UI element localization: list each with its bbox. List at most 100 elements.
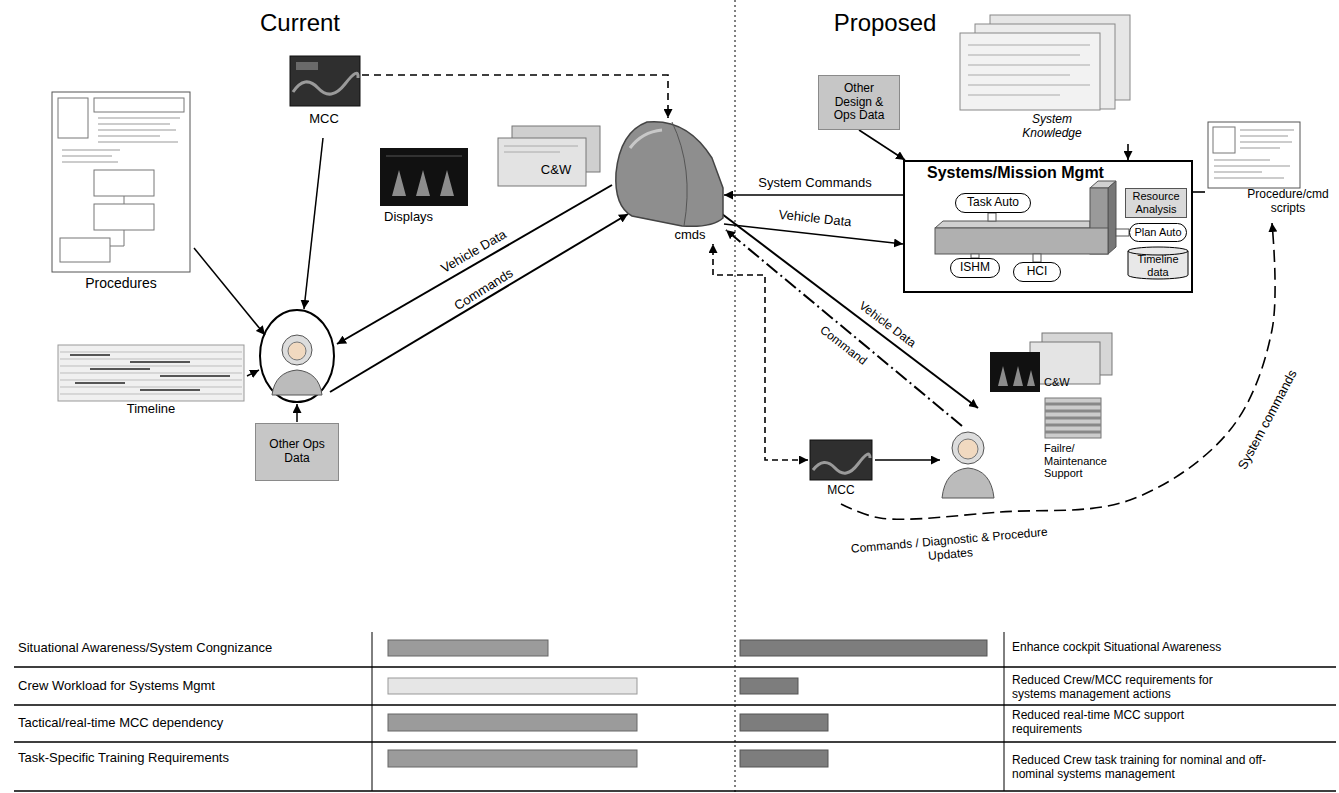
section-heading-holder: Proposed <box>834 9 937 37</box>
bus-link <box>988 213 996 221</box>
timeline-rows <box>60 352 242 394</box>
node-text: Systems/Mission Mgmt <box>927 164 1127 182</box>
display-stack: C&W Failre/ Maintenance Support <box>988 330 1120 490</box>
function-pill: HCI <box>1013 262 1061 282</box>
mcc-picture <box>810 440 872 480</box>
node-text: MCC <box>808 484 874 498</box>
node-text: Timeline <box>55 402 247 417</box>
connector <box>713 244 808 460</box>
table-row-label-holder: Task-Specific Training Requirements <box>18 751 229 766</box>
page-lines <box>62 118 180 162</box>
procedures-picture <box>52 92 190 272</box>
proposed-displays-picture <box>990 333 1112 438</box>
vehicle-capsule: cmds <box>612 118 724 244</box>
vehicle-data-arrow <box>722 214 978 408</box>
node-text: MCC <box>286 112 362 127</box>
commands-arrow <box>330 214 628 392</box>
table-benefit-cell: Reduced Crew/MCC requirements for system… <box>1012 674 1237 702</box>
node-text: C&W <box>541 163 571 178</box>
table-rule <box>372 632 1004 791</box>
procedures-document: Procedures <box>48 88 194 293</box>
table-row-label-holder: Tactical/real-time MCC dependency <box>18 716 223 731</box>
function-pill: Task Auto <box>955 193 1031 213</box>
rating-bar <box>740 678 798 694</box>
connector <box>724 224 903 244</box>
knowledge-documents: System Knowledge <box>955 12 1135 144</box>
mcc-console: MCC <box>286 52 362 136</box>
table-row-label-holder: Situational Awareness/System Congnizance <box>18 641 272 656</box>
page-lines <box>968 45 1090 95</box>
timeline-bars <box>70 355 230 390</box>
command-arrow <box>726 230 962 426</box>
connector <box>1193 191 1205 193</box>
integration-bus <box>935 181 1129 262</box>
support-stack <box>1045 398 1101 438</box>
node-text: HCI <box>1027 265 1048 279</box>
current-flows <box>194 138 628 422</box>
cw-picture <box>498 126 600 186</box>
page-block <box>94 98 184 112</box>
connector <box>362 75 668 118</box>
systems-mgmt-box: Task AutoResource AnalysisPlan AutoTimel… <box>903 160 1193 293</box>
rating-bar <box>388 640 548 656</box>
table-benefit-cell-holder: Reduced real-time MCC support requiremen… <box>1012 709 1212 737</box>
vehicle-data-arrow <box>337 185 612 344</box>
node-text: Failre/ Maintenance Support <box>1044 442 1118 480</box>
function-pill: Plan Auto <box>1129 223 1187 242</box>
section-divider <box>735 0 736 793</box>
design-data-box: Other Design & Ops Data <box>818 75 900 130</box>
capsule-highlight <box>630 130 662 148</box>
node-text: Other Ops Data <box>264 438 330 466</box>
rating-bar <box>740 714 828 731</box>
display-panel: Displays <box>378 146 473 226</box>
screen-detail <box>504 146 578 152</box>
display-screen <box>990 352 1040 392</box>
document-page <box>52 92 190 272</box>
table-row-label: Task-Specific Training Requirements <box>18 751 229 766</box>
flow-label: Commands / Diagnostic & Procedure Update… <box>834 524 1066 572</box>
crew-body <box>272 370 322 395</box>
capsule-body <box>616 122 723 227</box>
crew-figure <box>942 432 994 498</box>
analysis-box: Resource Analysis <box>1125 188 1187 218</box>
page-lines <box>110 196 124 246</box>
page-block <box>60 238 110 262</box>
crew-face <box>288 342 306 360</box>
timeline-document: Timeline <box>55 342 247 420</box>
node-text: cmds <box>668 228 712 243</box>
page-block <box>1213 127 1235 153</box>
table-benefit-cell: Enhance cockpit Situational Awareness <box>1012 641 1332 655</box>
rating-bar <box>740 750 828 767</box>
input-arrow <box>296 404 298 422</box>
connector-label-holder: System commands <box>1235 368 1300 473</box>
connector-label: Vehicle Data <box>778 208 852 230</box>
page-lines <box>1214 130 1294 178</box>
flow-label: Command <box>817 324 869 369</box>
bus-face <box>1108 181 1116 254</box>
crew-figure <box>260 310 334 402</box>
connector-label-holder: Vehicle Data <box>778 208 852 230</box>
node-text: Displays <box>384 210 464 225</box>
bus-face <box>935 221 1090 228</box>
flow-label-holder: Vehicle Data <box>439 227 510 276</box>
console-detail <box>813 454 870 473</box>
section-heading-holder: Current <box>260 9 340 37</box>
bus-face <box>935 228 1108 254</box>
console-detail <box>296 62 318 70</box>
table-rule <box>14 667 1336 791</box>
node-text: Procedures <box>48 275 194 291</box>
display-screen <box>380 148 468 206</box>
node-text: ISHM <box>960 261 990 275</box>
input-arrow <box>247 370 259 376</box>
displays-picture <box>380 148 468 206</box>
scripts-picture <box>1208 122 1300 188</box>
cylinder-body <box>1128 247 1188 279</box>
capsule-outline <box>612 118 724 244</box>
connector <box>841 223 1275 519</box>
node-text: C&W <box>1044 376 1084 389</box>
input-arrow <box>304 138 323 309</box>
input-arrow <box>194 248 265 335</box>
console-screen <box>290 56 360 106</box>
table-row-label: Situational Awareness/System Congnizance <box>18 641 272 656</box>
table-benefit-cell-holder: Reduced Crew task training for nominal a… <box>1012 754 1287 782</box>
